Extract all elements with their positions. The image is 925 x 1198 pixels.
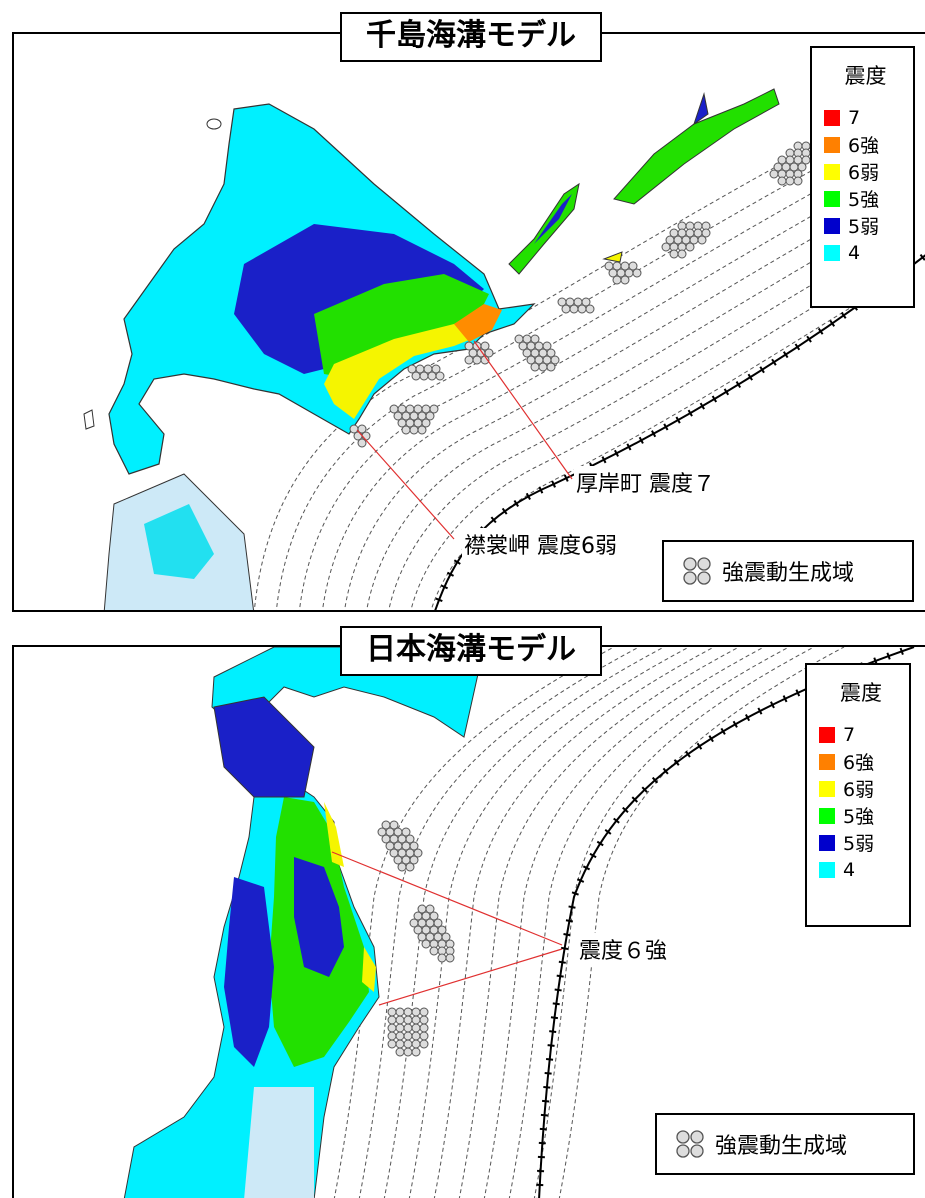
legend-swatch (819, 753, 835, 770)
legend-item: 7 (819, 721, 903, 748)
legend-label: 7 (843, 723, 856, 746)
legend-item: 6強 (819, 748, 903, 775)
legend-item: 4 (824, 239, 907, 266)
intensity-legend-japan-trench: 震度 7 6強 6弱 5強 5弱 4 (805, 663, 911, 927)
legend-swatch (819, 834, 835, 851)
trench-line (535, 647, 916, 1198)
map-panel-japan-trench (12, 645, 925, 1198)
strong-motion-clusters (349, 141, 811, 448)
annotation-akkeshi: 厚岸町 震度７ (574, 466, 717, 498)
strong-motion-area-icon (676, 1130, 704, 1158)
legend-swatch (824, 163, 840, 180)
legend-item: 6強 (824, 131, 907, 158)
legend-swatch (819, 726, 835, 743)
legend-label: 6強 (848, 135, 880, 157)
legend-swatch (819, 861, 835, 878)
panel-title-japan-trench: 日本海溝モデル (340, 626, 602, 676)
legend-swatch (824, 217, 840, 234)
legend-swatch (819, 780, 835, 797)
strong-motion-clusters (377, 820, 455, 1057)
leader-line-akkeshi (473, 340, 573, 480)
leader-line-shindo6-north (331, 851, 563, 946)
legend-item: 5強 (824, 185, 907, 212)
strong-motion-legend-japan-trench: 強震動生成域 (655, 1113, 915, 1175)
legend-item: 5強 (819, 802, 903, 829)
leader-line-erimo (356, 429, 455, 540)
strong-motion-label: 強震動生成域 (715, 1134, 848, 1159)
legend-label: 7 (848, 106, 861, 129)
rishiri-island (206, 118, 222, 130)
legend-label: 6弱 (843, 779, 875, 801)
strong-motion-legend-kuril: 強震動生成域 (662, 540, 914, 602)
legend-label: 5強 (843, 806, 875, 828)
legend-swatch (824, 136, 840, 153)
legend-label: 5弱 (843, 833, 875, 855)
legend-item: 7 (824, 104, 907, 131)
legend-item: 5弱 (819, 829, 903, 856)
kuril-islet (602, 251, 623, 263)
legend-label: 4 (848, 241, 861, 264)
legend-item: 6弱 (824, 158, 907, 185)
legend-item: 5弱 (824, 212, 907, 239)
legend-label: 5強 (848, 189, 880, 211)
legend-title: 震度 (844, 64, 887, 88)
map-panel-kuril (12, 32, 925, 612)
legend-swatch (824, 109, 840, 126)
legend-swatch (824, 244, 840, 261)
legend-label: 6弱 (848, 162, 880, 184)
strong-motion-label: 強震動生成域 (722, 561, 855, 586)
kuril-island-2 (613, 88, 780, 205)
annotation-shindo6: 震度６強 (577, 933, 670, 965)
legend-title: 震度 (840, 681, 882, 705)
legend-swatch (819, 807, 835, 824)
legend-item: 4 (819, 856, 903, 883)
annotation-erimo: 襟裳岬 震度6弱 (462, 528, 619, 560)
legend-item: 6弱 (819, 775, 903, 802)
strong-motion-area-icon (683, 557, 711, 585)
legend-label: 5弱 (848, 216, 880, 238)
intensity-map-kuril (83, 88, 925, 610)
intensity-legend-kuril: 震度 7 6強 6弱 5強 5弱 4 (810, 46, 915, 308)
intensity-map-japan-trench (123, 647, 916, 1198)
legend-label: 6強 (843, 752, 875, 774)
legend-label: 4 (843, 858, 856, 881)
legend-swatch (824, 190, 840, 207)
leader-line-shindo6-south (378, 948, 563, 1006)
depth-contours (333, 647, 845, 1198)
panel-title-kuril: 千島海溝モデル (340, 12, 602, 62)
